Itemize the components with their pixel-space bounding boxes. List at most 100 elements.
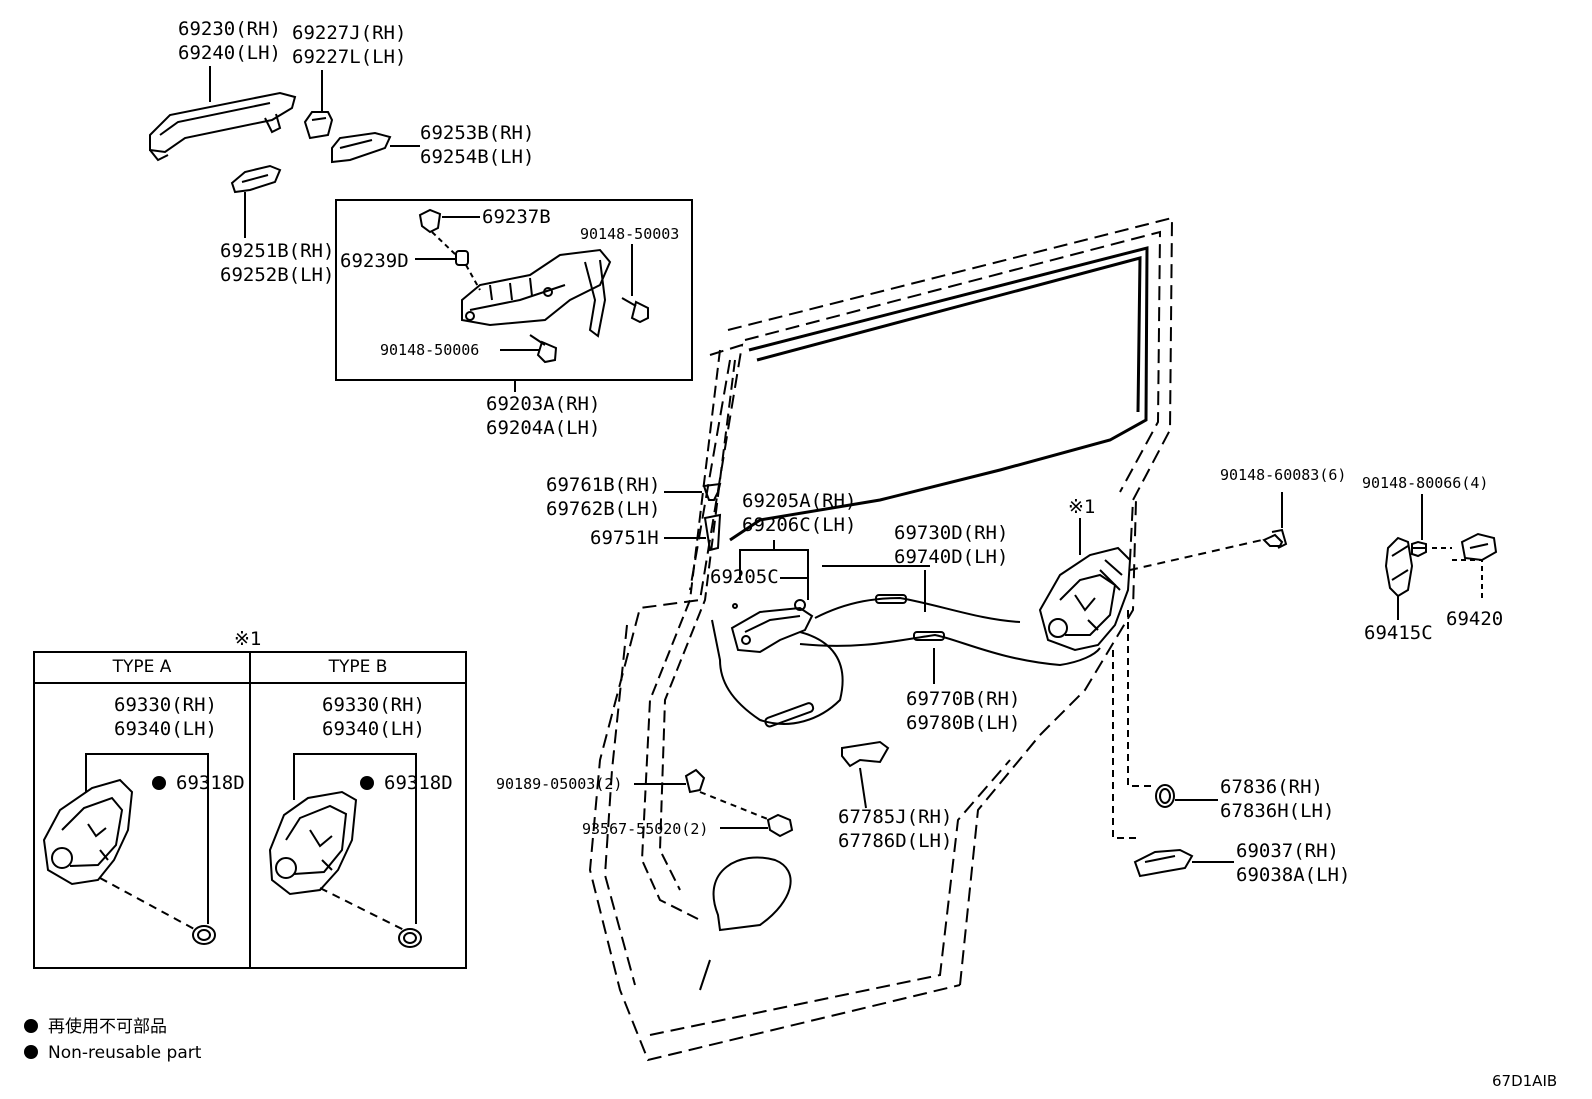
label-hole-plug-lh: 67836H(LH) <box>1220 800 1335 822</box>
label-frame-lh: 69204A(LH) <box>486 417 601 439</box>
diagram-code: 67D1AIB <box>1492 1072 1558 1090</box>
bolt-b <box>529 334 558 364</box>
label-clip: 90189-05003(2) <box>496 775 623 793</box>
legend-jp-text: 再使用不可部品 <box>48 1017 167 1037</box>
label-cable-b-rh: 69770B(RH) <box>906 688 1021 710</box>
label-protector-rh: 67785J(RH) <box>838 806 953 828</box>
striker-screw <box>1411 540 1427 558</box>
label-screw: 93567-55020(2) <box>582 820 709 838</box>
legend-en-text: Non-reusable part <box>48 1043 202 1063</box>
label-pad-front-lh: 69252B(LH) <box>220 264 335 286</box>
type-a-plug <box>192 925 216 945</box>
dash-cap <box>431 231 457 256</box>
label-rod: 69751H <box>590 527 659 549</box>
label-bolt-a: 90148-50003 <box>580 225 680 243</box>
legend-en: Non-reusable part <box>24 1042 201 1065</box>
inner-channel-lines <box>640 349 736 921</box>
label-pad-rear-rh: 69253B(RH) <box>420 122 535 144</box>
label-type-a-lock-rh: 69330(RH) <box>114 694 217 716</box>
lock-rod <box>703 513 722 552</box>
leader-type-a <box>85 753 209 924</box>
type-b-plug-number: 69318D <box>384 772 453 794</box>
label-frame-rh: 69203A(RH) <box>486 393 601 415</box>
lock-screw <box>1262 528 1288 549</box>
label-type-b-lock-lh: 69340(LH) <box>322 718 425 740</box>
label-cable-a-rh: 69730D(RH) <box>894 522 1009 544</box>
label-type-b-plug: 69318D <box>360 772 453 795</box>
label-inside-handle-lh: 69206C(LH) <box>742 514 857 536</box>
label-handle-rh: 69230(RH) <box>178 18 281 40</box>
label-handle-lh: 69240(LH) <box>178 42 281 64</box>
dash-clip <box>699 791 771 821</box>
bullet-icon <box>24 1045 38 1059</box>
type-a-header: TYPE A <box>112 657 172 677</box>
lock-cover <box>1133 848 1194 878</box>
label-type-b-lock-rh: 69330(RH) <box>322 694 425 716</box>
cable-protector <box>841 740 890 768</box>
window-frame <box>729 246 1149 542</box>
door-lock-assembly <box>1038 546 1132 652</box>
label-striker: 69420 <box>1446 608 1504 630</box>
striker <box>1460 532 1498 562</box>
leader-striker <box>1452 559 1483 600</box>
handle-cover <box>303 111 334 140</box>
lock-knob <box>702 482 722 501</box>
dash-lock-cover <box>1112 650 1140 839</box>
label-cover-rh: 69227J(RH) <box>292 22 407 44</box>
label-knob-rh: 69761B(RH) <box>546 474 661 496</box>
type-a-plug-number: 69318D <box>176 772 245 794</box>
hole-plug <box>1155 784 1175 808</box>
frame-body <box>461 248 612 338</box>
front-pad <box>230 164 282 194</box>
rear-pad <box>331 131 392 164</box>
label-striker-cover: 69415C <box>1364 622 1433 644</box>
label-striker-screw: 90148-80066(4) <box>1362 474 1489 492</box>
label-pad-rear-lh: 69254B(LH) <box>420 146 535 168</box>
non-reusable-bullet-icon <box>360 776 374 790</box>
note-mark-lock: ※1 <box>1068 496 1096 518</box>
dash-hole-plug <box>1127 610 1155 787</box>
label-lock-cover-lh: 69038A(LH) <box>1236 864 1351 886</box>
label-lock-screw: 90148-60083(6) <box>1220 466 1347 484</box>
label-lock-cover-rh: 69037(RH) <box>1236 840 1339 862</box>
legend-jp: 再使用不可部品 <box>24 1016 167 1039</box>
label-cable-a-lh: 69740D(LH) <box>894 546 1009 568</box>
label-bolt-b: 90148-50006 <box>380 341 480 359</box>
dash-type-b <box>319 887 405 931</box>
label-type-a-lock-lh: 69340(LH) <box>114 718 217 740</box>
label-type-a-plug: 69318D <box>152 772 245 795</box>
clip-90189 <box>684 768 706 794</box>
label-pad-front-rh: 69251B(RH) <box>220 240 335 262</box>
label-hole-plug-rh: 67836(RH) <box>1220 776 1323 798</box>
control-cables <box>711 594 1101 728</box>
leader-protector <box>859 767 867 809</box>
label-protector-lh: 67786D(LH) <box>838 830 953 852</box>
label-cable-b-lh: 69780B(LH) <box>906 712 1021 734</box>
dash-lock-screw <box>1129 539 1263 571</box>
dash-type-a <box>99 877 197 931</box>
label-cap: 69237B <box>482 206 551 228</box>
label-inside-handle-rh: 69205A(RH) <box>742 490 857 512</box>
leader-type-b <box>293 753 417 924</box>
frame-spacer <box>455 250 469 266</box>
frame-cap <box>418 208 442 234</box>
screw-93567 <box>766 813 794 838</box>
type-b-plug <box>398 928 422 948</box>
door-panel-outline <box>588 216 1174 1062</box>
non-reusable-bullet-icon <box>152 776 166 790</box>
striker-cover <box>1384 536 1414 598</box>
speaker-opening <box>699 856 792 991</box>
note-mark-type-box: ※1 <box>234 628 262 650</box>
type-a-lock <box>42 778 134 886</box>
inside-handle <box>730 599 814 654</box>
label-knob-lh: 69762B(LH) <box>546 498 661 520</box>
label-inside-handle-sub: 69205C <box>710 566 779 588</box>
outside-handle <box>149 91 297 162</box>
label-spacer: 69239D <box>340 250 409 272</box>
type-b-header: TYPE B <box>328 657 388 677</box>
label-cover-lh: 69227L(LH) <box>292 46 407 68</box>
type-b-lock <box>268 790 358 896</box>
dash-spacer <box>465 264 481 291</box>
bullet-icon <box>24 1019 38 1033</box>
